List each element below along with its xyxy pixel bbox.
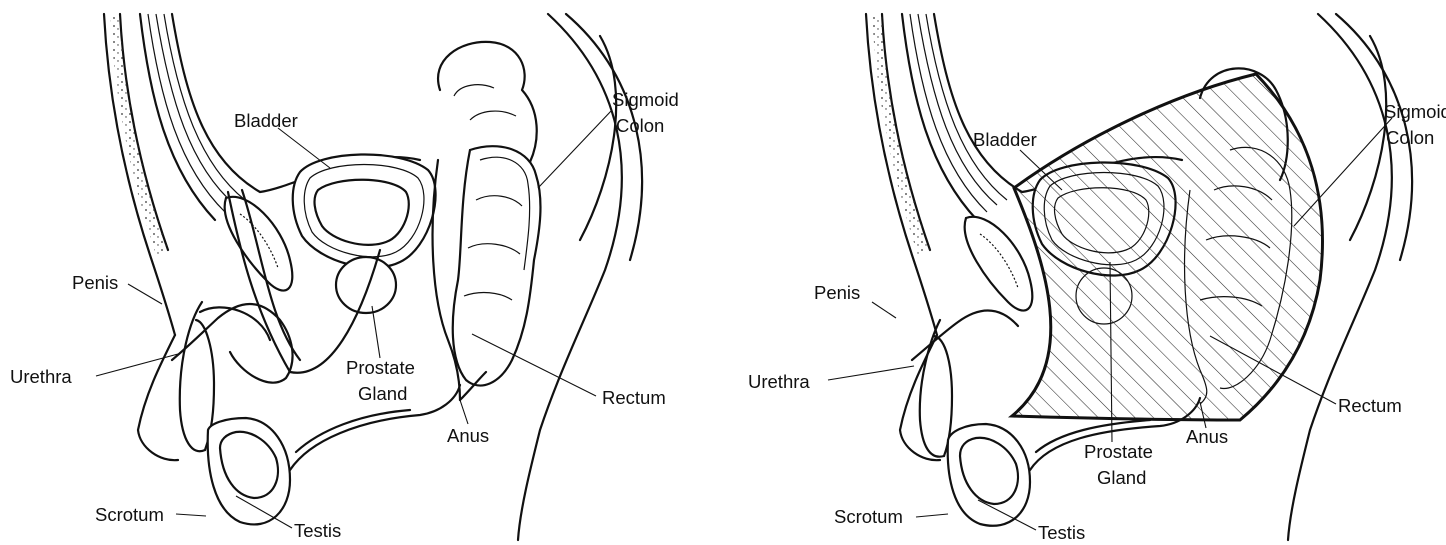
- label-gland: Gland: [358, 383, 407, 404]
- treatment-field: [1012, 74, 1322, 420]
- label-bladder: Bladder: [234, 110, 298, 131]
- left-panel: Bladder Sigmoid Colon Penis Urethra Pros…: [10, 14, 679, 541]
- label-bladder-r: Bladder: [973, 129, 1037, 150]
- label-colon: Colon: [616, 115, 664, 136]
- label-penis-r: Penis: [814, 282, 860, 303]
- pubic-bone: [225, 197, 293, 291]
- label-testis-r: Testis: [1038, 522, 1085, 543]
- label-rectum-r: Rectum: [1338, 395, 1402, 416]
- prostate-gland: [336, 257, 396, 313]
- label-urethra-r: Urethra: [748, 371, 810, 392]
- label-anus-r: Anus: [1186, 426, 1228, 447]
- label-testis: Testis: [294, 520, 341, 541]
- label-scrotum: Scrotum: [95, 504, 164, 525]
- bladder: [293, 154, 436, 267]
- label-gland-r: Gland: [1097, 467, 1146, 488]
- label-prostate-r: Prostate: [1084, 441, 1153, 462]
- label-urethra: Urethra: [10, 366, 72, 387]
- right-panel: Bladder Sigmoid Colon Penis Urethra Pros…: [748, 14, 1446, 543]
- pubic-bone-r: [965, 217, 1033, 311]
- label-sigmoid-r: Sigmoid: [1384, 101, 1446, 122]
- label-colon-r: Colon: [1386, 127, 1434, 148]
- label-scrotum-r: Scrotum: [834, 506, 903, 527]
- label-anus: Anus: [447, 425, 489, 446]
- colon-rectum: [433, 42, 541, 400]
- label-sigmoid: Sigmoid: [612, 89, 679, 110]
- label-penis: Penis: [72, 272, 118, 293]
- label-prostate: Prostate: [346, 357, 415, 378]
- label-rectum: Rectum: [602, 387, 666, 408]
